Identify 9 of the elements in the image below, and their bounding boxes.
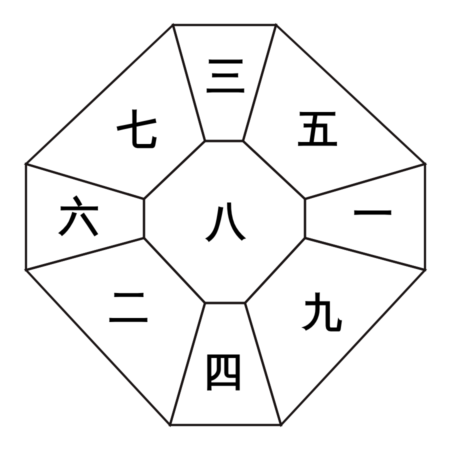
numeral: 五 bbox=[298, 110, 338, 150]
numeral: 一 bbox=[353, 195, 393, 235]
numeral: 六 bbox=[59, 197, 99, 237]
numeral: 七 bbox=[117, 110, 157, 150]
numeral: 二 bbox=[109, 288, 149, 328]
numeral: 四 bbox=[203, 352, 243, 392]
numeral: 三 bbox=[206, 57, 246, 97]
numeral: 八 bbox=[206, 202, 246, 242]
numeral: 九 bbox=[302, 293, 342, 333]
